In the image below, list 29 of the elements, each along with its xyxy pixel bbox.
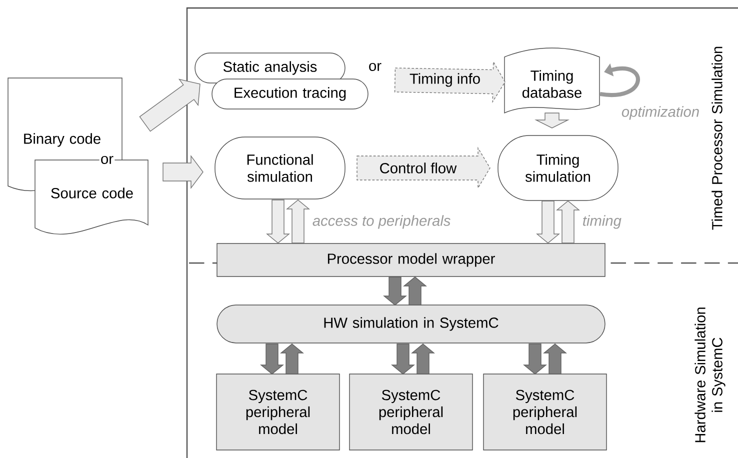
block-arrow bbox=[523, 344, 547, 374]
side-label: Timed Processor Simulation bbox=[712, 46, 722, 230]
block-arrow bbox=[383, 276, 407, 306]
block-arrow bbox=[139, 78, 200, 132]
edge-label: optimization bbox=[620, 105, 701, 121]
process-box: SystemC peripheral model bbox=[216, 374, 340, 450]
block-arrow bbox=[543, 344, 567, 374]
block-arrow bbox=[266, 200, 290, 244]
block-arrow bbox=[536, 200, 560, 244]
side-label: Hardware Simulation in SystemC bbox=[694, 308, 726, 442]
block-arrow bbox=[162, 154, 204, 190]
block-arrow bbox=[286, 200, 310, 244]
process-box: SystemC peripheral model bbox=[349, 374, 473, 450]
block-arrow bbox=[411, 344, 435, 374]
edge-label: Timing info bbox=[408, 72, 482, 88]
edge-label: Control flow bbox=[378, 161, 458, 175]
block-arrow bbox=[391, 344, 415, 374]
process-pill: Execution tracing bbox=[212, 78, 368, 110]
process-pill: HW simulation in SystemC bbox=[216, 304, 606, 344]
block-arrow bbox=[280, 344, 304, 374]
block-arrow bbox=[556, 200, 580, 244]
block-arrow bbox=[260, 344, 284, 374]
block-arrow bbox=[534, 112, 570, 128]
process-box: Processor model wrapper bbox=[216, 243, 606, 277]
edge-label: timing bbox=[581, 214, 623, 230]
process-box: SystemC peripheral model bbox=[483, 374, 607, 450]
edge-label: access to peripherals bbox=[311, 214, 452, 230]
block-arrow bbox=[403, 276, 427, 306]
or-label: or bbox=[367, 62, 383, 72]
